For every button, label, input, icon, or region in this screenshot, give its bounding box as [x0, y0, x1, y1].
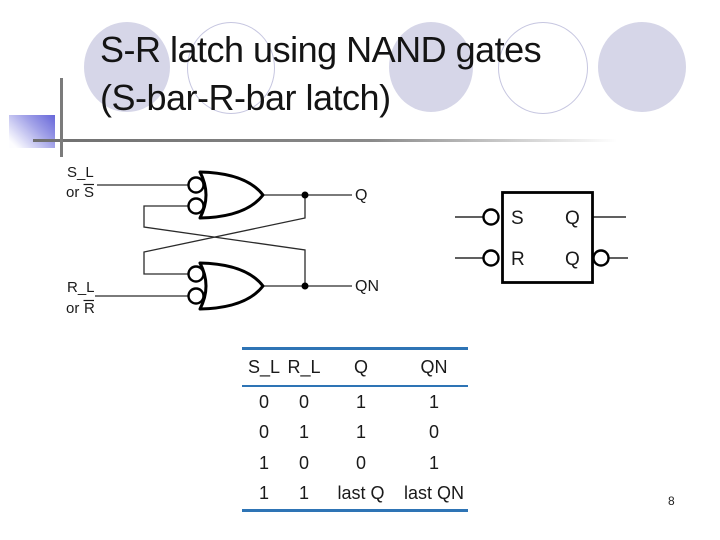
decorative-circle-filled-1: [84, 22, 170, 112]
table-row: 1 0 0 1: [242, 448, 468, 479]
sr-latch-block-symbol: S Q R Q: [455, 191, 628, 284]
wire-feedback-q-to-bottom-gate: [143, 195, 306, 275]
truth-table: S_L R_L Q QN 0 0 1 1 0 1 1 0 1 0 0 1 1 1…: [242, 347, 468, 512]
circuit-labels: S_L or S R_L or R Q QN: [66, 164, 379, 317]
table-cell: 1: [258, 452, 269, 473]
truth-table-header-q: Q: [353, 357, 368, 377]
nand-gates: [187, 170, 309, 311]
block-s-label: S: [511, 208, 524, 229]
top-gate-input-bubble-2: [187, 197, 205, 215]
table-row: 0 0 1 1: [242, 387, 468, 418]
table-row: 1 1 last Q last QN: [242, 479, 468, 510]
block-symbol-body: [501, 191, 594, 284]
block-r-input-bubble: [482, 249, 500, 267]
table-cell: last QN: [403, 483, 464, 504]
table-cell: last Q: [337, 483, 385, 504]
r-alt-prefix: or: [66, 300, 79, 317]
truth-table-header-rl: R_L: [287, 357, 321, 377]
r-input-label: R_L: [67, 279, 95, 296]
q-output-label: Q: [355, 187, 367, 204]
top-nand-gate: [198, 170, 265, 220]
table-cell: 1: [428, 452, 439, 473]
truth-table-header-qn: QN: [420, 357, 448, 377]
title-accent-vertical-line: [60, 78, 63, 157]
qn-junction-dot: [301, 282, 309, 290]
bottom-gate-input-bubble-1: [187, 265, 205, 283]
table-cell: 1: [428, 391, 439, 412]
slide-title-line2: (S-bar-R-bar latch): [100, 77, 391, 118]
decorative-circle-outline-2: [498, 22, 588, 114]
block-qn-output-bubble: [592, 249, 610, 267]
s-alt-letter: S: [84, 184, 94, 201]
title-divider-line: [33, 139, 648, 142]
wire-feedback-qn-to-top-gate: [143, 205, 306, 286]
table-cell: 1: [258, 483, 269, 504]
block-s-input-bubble: [482, 208, 500, 226]
table-cell: 1: [298, 422, 309, 443]
table-cell: 0: [298, 452, 309, 473]
block-q-top-label: Q: [565, 208, 580, 229]
table-cell: 0: [355, 452, 366, 473]
decorative-circle-filled-3: [598, 22, 686, 112]
slide-title: S-R latch using NAND gates (S-bar-R-bar …: [100, 26, 660, 122]
q-junction-dot: [301, 191, 309, 199]
qn-output-label: QN: [355, 278, 379, 295]
decorative-circle-filled-2: [389, 22, 473, 112]
s-input-label: S_L: [67, 164, 94, 181]
table-row: 0 1 1 0: [242, 418, 468, 449]
page-number: 8: [668, 494, 675, 508]
table-cell: 1: [355, 422, 366, 443]
accent-gradient-square: [9, 115, 55, 148]
table-cell: 0: [258, 422, 269, 443]
truth-table-header-sl: S_L: [247, 357, 281, 377]
top-gate-input-bubble-1: [187, 176, 205, 194]
table-cell: 1: [298, 483, 309, 504]
block-r-label: R: [511, 249, 525, 270]
block-q-bottom-label: Q: [565, 249, 580, 270]
slide-title-line1: S-R latch using NAND gates: [100, 29, 542, 70]
truth-table-header-row: S_L R_L Q QN: [242, 350, 468, 387]
table-cell: 0: [428, 422, 439, 443]
bottom-nand-gate: [198, 261, 265, 311]
table-cell: 0: [258, 391, 269, 412]
table-cell: 0: [298, 391, 309, 412]
circuit-wires: [95, 184, 352, 297]
s-alt-prefix: or: [66, 184, 79, 201]
bottom-gate-input-bubble-2: [187, 287, 205, 305]
table-cell: 1: [355, 391, 366, 412]
r-alt-letter: R: [84, 300, 95, 317]
decorative-circle-outline-1: [187, 22, 275, 114]
